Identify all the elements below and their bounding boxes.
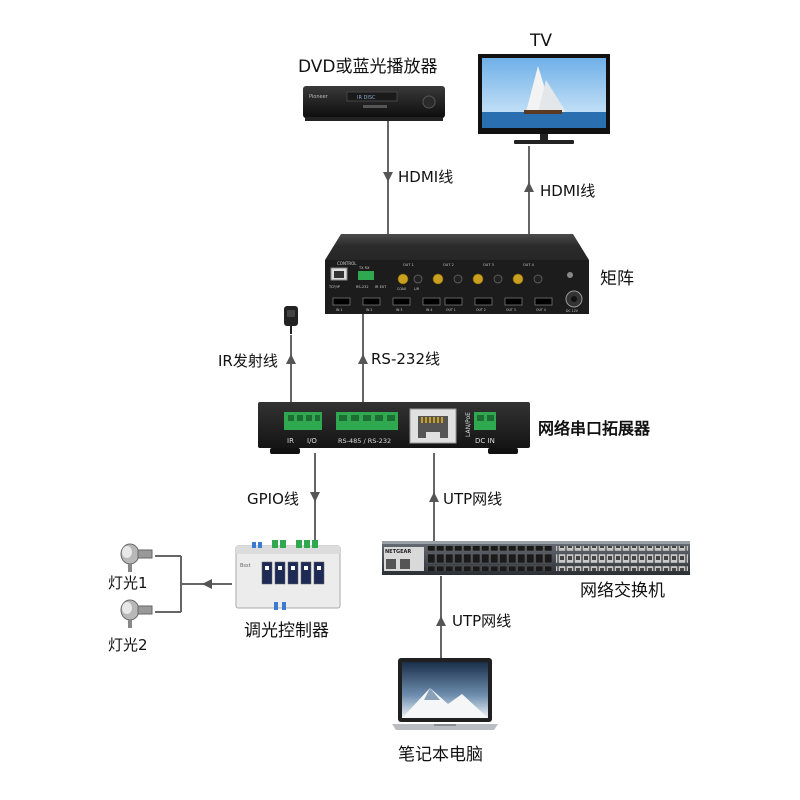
extender-label: 网络串口拓展器 (538, 419, 651, 438)
ir-emitter-image (284, 306, 298, 334)
extender-port-io: I/O (307, 437, 317, 445)
matrix-port-label-1: RS-232 (356, 285, 369, 289)
matrix-txrx-text: TX RX (358, 266, 370, 270)
extender-to-ir-arrow (286, 354, 296, 364)
matrix-out-label-0: OUT 1 (403, 263, 414, 267)
light-1-label: 灯光1 (108, 574, 148, 592)
matrix-out-label-2: OUT 3 (483, 263, 494, 267)
dvd-player-image: Pioneer IR DISC (303, 86, 445, 121)
dimmer-label: 调光控制器 (244, 621, 329, 641)
switch-to-extender-label: UTP网线 (443, 490, 503, 508)
dvd-display: IR DISC (357, 95, 376, 101)
extender-to-dimmer-arrow (310, 492, 320, 502)
laptop-to-switch-label: UTP网线 (452, 612, 512, 630)
matrix-coax-text: COAX (397, 287, 407, 291)
tv (478, 54, 610, 146)
matrix-port-label-0: TCP/IP (328, 285, 340, 289)
dvd-to-matrix-label: HDMI线 (398, 168, 454, 186)
matrix-hdmi-in-0: IN 1 (336, 308, 342, 312)
tv-label: TV (530, 31, 553, 51)
matrix-to-tv-arrow (524, 182, 534, 192)
laptop-label: 笔记本电脑 (398, 745, 483, 765)
switch-brand: NETGEAR (385, 549, 411, 555)
dimmer-to-lights-arrow (202, 579, 212, 589)
serial-extender-image: IR I/O RS-485 / RS-232 LAN/PoE DC IN (258, 402, 530, 454)
tv-image (478, 54, 610, 144)
matrix-hdmi-out-2: OUT 3 (506, 308, 516, 312)
dimmer-controller: Bsst (234, 540, 342, 612)
matrix-control-text: CONTROL (337, 261, 357, 266)
ir-emitter (282, 304, 300, 334)
dimmer-image: Bsst (235, 540, 341, 610)
matrix-out-label-3: OUT 4 (523, 263, 535, 267)
matrix-hdmi-in-1: IN 2 (366, 308, 372, 312)
network-switch-image: NETGEAR (382, 541, 690, 575)
extender-to-ir-label: IR发射线 (218, 352, 278, 370)
matrix-to-tv-label: HDMI线 (540, 182, 596, 200)
dvd-brand: Pioneer (309, 94, 329, 100)
network-switch: NETGEAR (382, 541, 690, 575)
matrix-out-label-1: OUT 2 (443, 263, 454, 267)
light-2-label: 灯光2 (108, 636, 148, 654)
matrix-label: 矩阵 (600, 269, 634, 289)
light-2-image (120, 599, 153, 628)
matrix-hdmi-in-2: IN 3 (396, 308, 402, 312)
light-1 (112, 540, 156, 574)
laptop (390, 656, 500, 736)
light-1-image (120, 543, 153, 572)
dvd-player: Pioneer IR DISC (303, 84, 445, 122)
dvd-to-matrix-arrow (383, 172, 393, 182)
matrix-image: CONTROL TX RX TCP/IP RS-232 IR EXT OUT 1… (325, 234, 589, 314)
serial-extender: IR I/O RS-485 / RS-232 LAN/PoE DC IN (258, 402, 530, 456)
light-2 (112, 596, 156, 630)
dimmer-brand: Bsst (240, 563, 251, 569)
switch-to-extender-arrow (429, 492, 439, 502)
matrix-dc-text: DC 12V (566, 309, 579, 313)
extender-to-dimmer-label: GPIO线 (247, 490, 299, 508)
laptop-image (392, 658, 498, 730)
switch-label: 网络交换机 (580, 581, 665, 601)
extender-port-rs: RS-485 / RS-232 (338, 437, 391, 445)
extender-port-ir: IR (287, 437, 294, 445)
matrix-hdmi-out-1: OUT 2 (476, 308, 486, 312)
extender-port-lan: LAN/PoE (465, 412, 472, 437)
matrix-port-label-2: IR EXT (375, 285, 387, 289)
extender-to-matrix-arrow (358, 354, 368, 364)
dvd-label: DVD或蓝光播放器 (298, 57, 438, 77)
extender-to-matrix-label: RS-232线 (371, 350, 440, 368)
extender-port-dc: DC IN (475, 437, 495, 445)
matrix-device: CONTROL TX RX TCP/IP RS-232 IR EXT OUT 1… (323, 234, 591, 314)
matrix-hdmi-out-3: OUT 4 (536, 308, 546, 312)
matrix-lr-text: L/R (414, 287, 420, 291)
matrix-hdmi-in-3: IN 4 (426, 308, 432, 312)
matrix-hdmi-out-0: OUT 1 (446, 308, 456, 312)
laptop-to-switch-arrow (436, 616, 446, 626)
